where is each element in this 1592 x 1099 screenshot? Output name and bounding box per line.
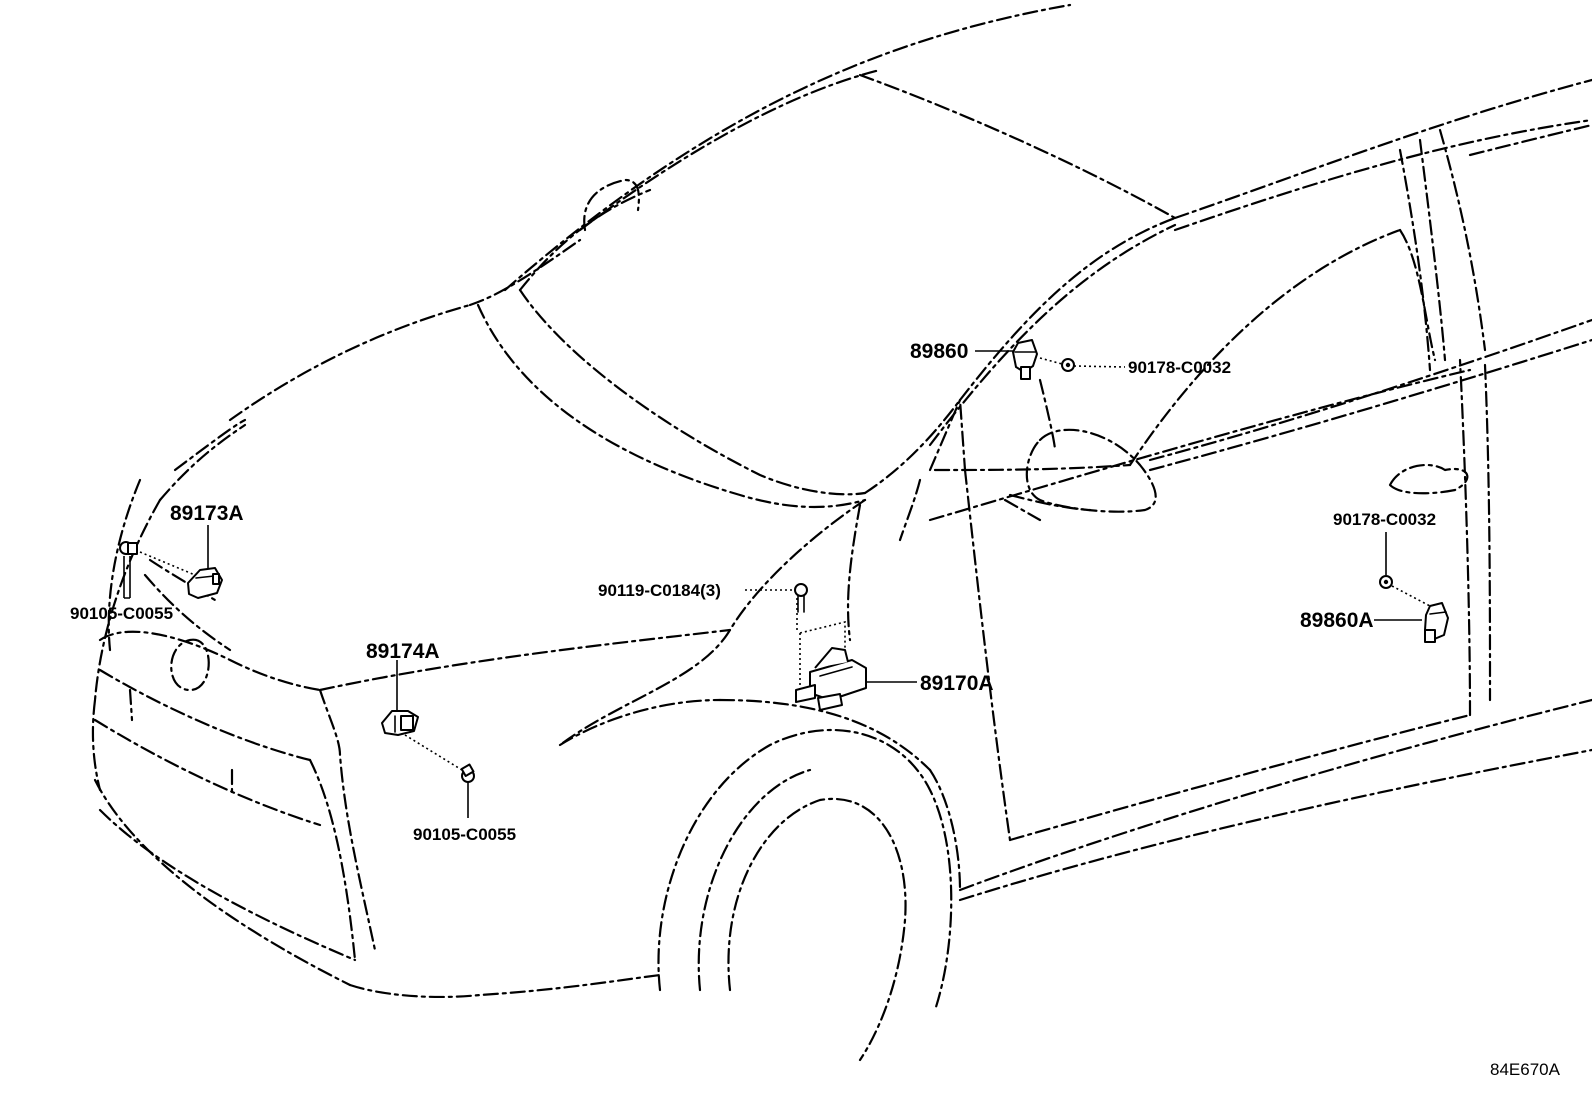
part-89170A-module xyxy=(795,598,917,711)
bolt-90119 xyxy=(745,583,808,613)
callout-90178-right: 90178-C0032 xyxy=(1333,510,1436,529)
callout-89860: 89860 xyxy=(910,340,968,363)
callout-89860A: 89860A xyxy=(1300,609,1374,632)
nut-90178-top xyxy=(1039,357,1126,372)
diagram-id: 84E670A xyxy=(1490,1060,1561,1079)
leader-90105-left xyxy=(123,556,131,599)
callout-89173A: 89173A xyxy=(170,502,244,525)
vehicle-body-outline xyxy=(91,3,1592,1062)
rearview-mirror xyxy=(583,178,641,232)
nut-90178-right xyxy=(1379,532,1431,607)
callout-89174A: 89174A xyxy=(366,640,440,663)
callout-90105-left: 90105-C0055 xyxy=(70,604,173,623)
part-89174A-sensor xyxy=(381,660,419,736)
part-89860A-sensor xyxy=(1374,602,1449,643)
side-mirror xyxy=(1003,428,1157,522)
leader-90178-top xyxy=(1073,365,1126,368)
callout-89170A: 89170A xyxy=(920,672,994,695)
part-89173A-sensor xyxy=(187,525,223,599)
callout-90105-center: 90105-C0055 xyxy=(413,825,516,844)
bolt-90105-left xyxy=(119,541,196,599)
part-89860-sensor xyxy=(975,339,1038,380)
callout-90119: 90119-C0184(3) xyxy=(598,581,721,600)
bolt-90105-center xyxy=(404,734,475,818)
callout-90178-top: 90178-C0032 xyxy=(1128,358,1231,377)
